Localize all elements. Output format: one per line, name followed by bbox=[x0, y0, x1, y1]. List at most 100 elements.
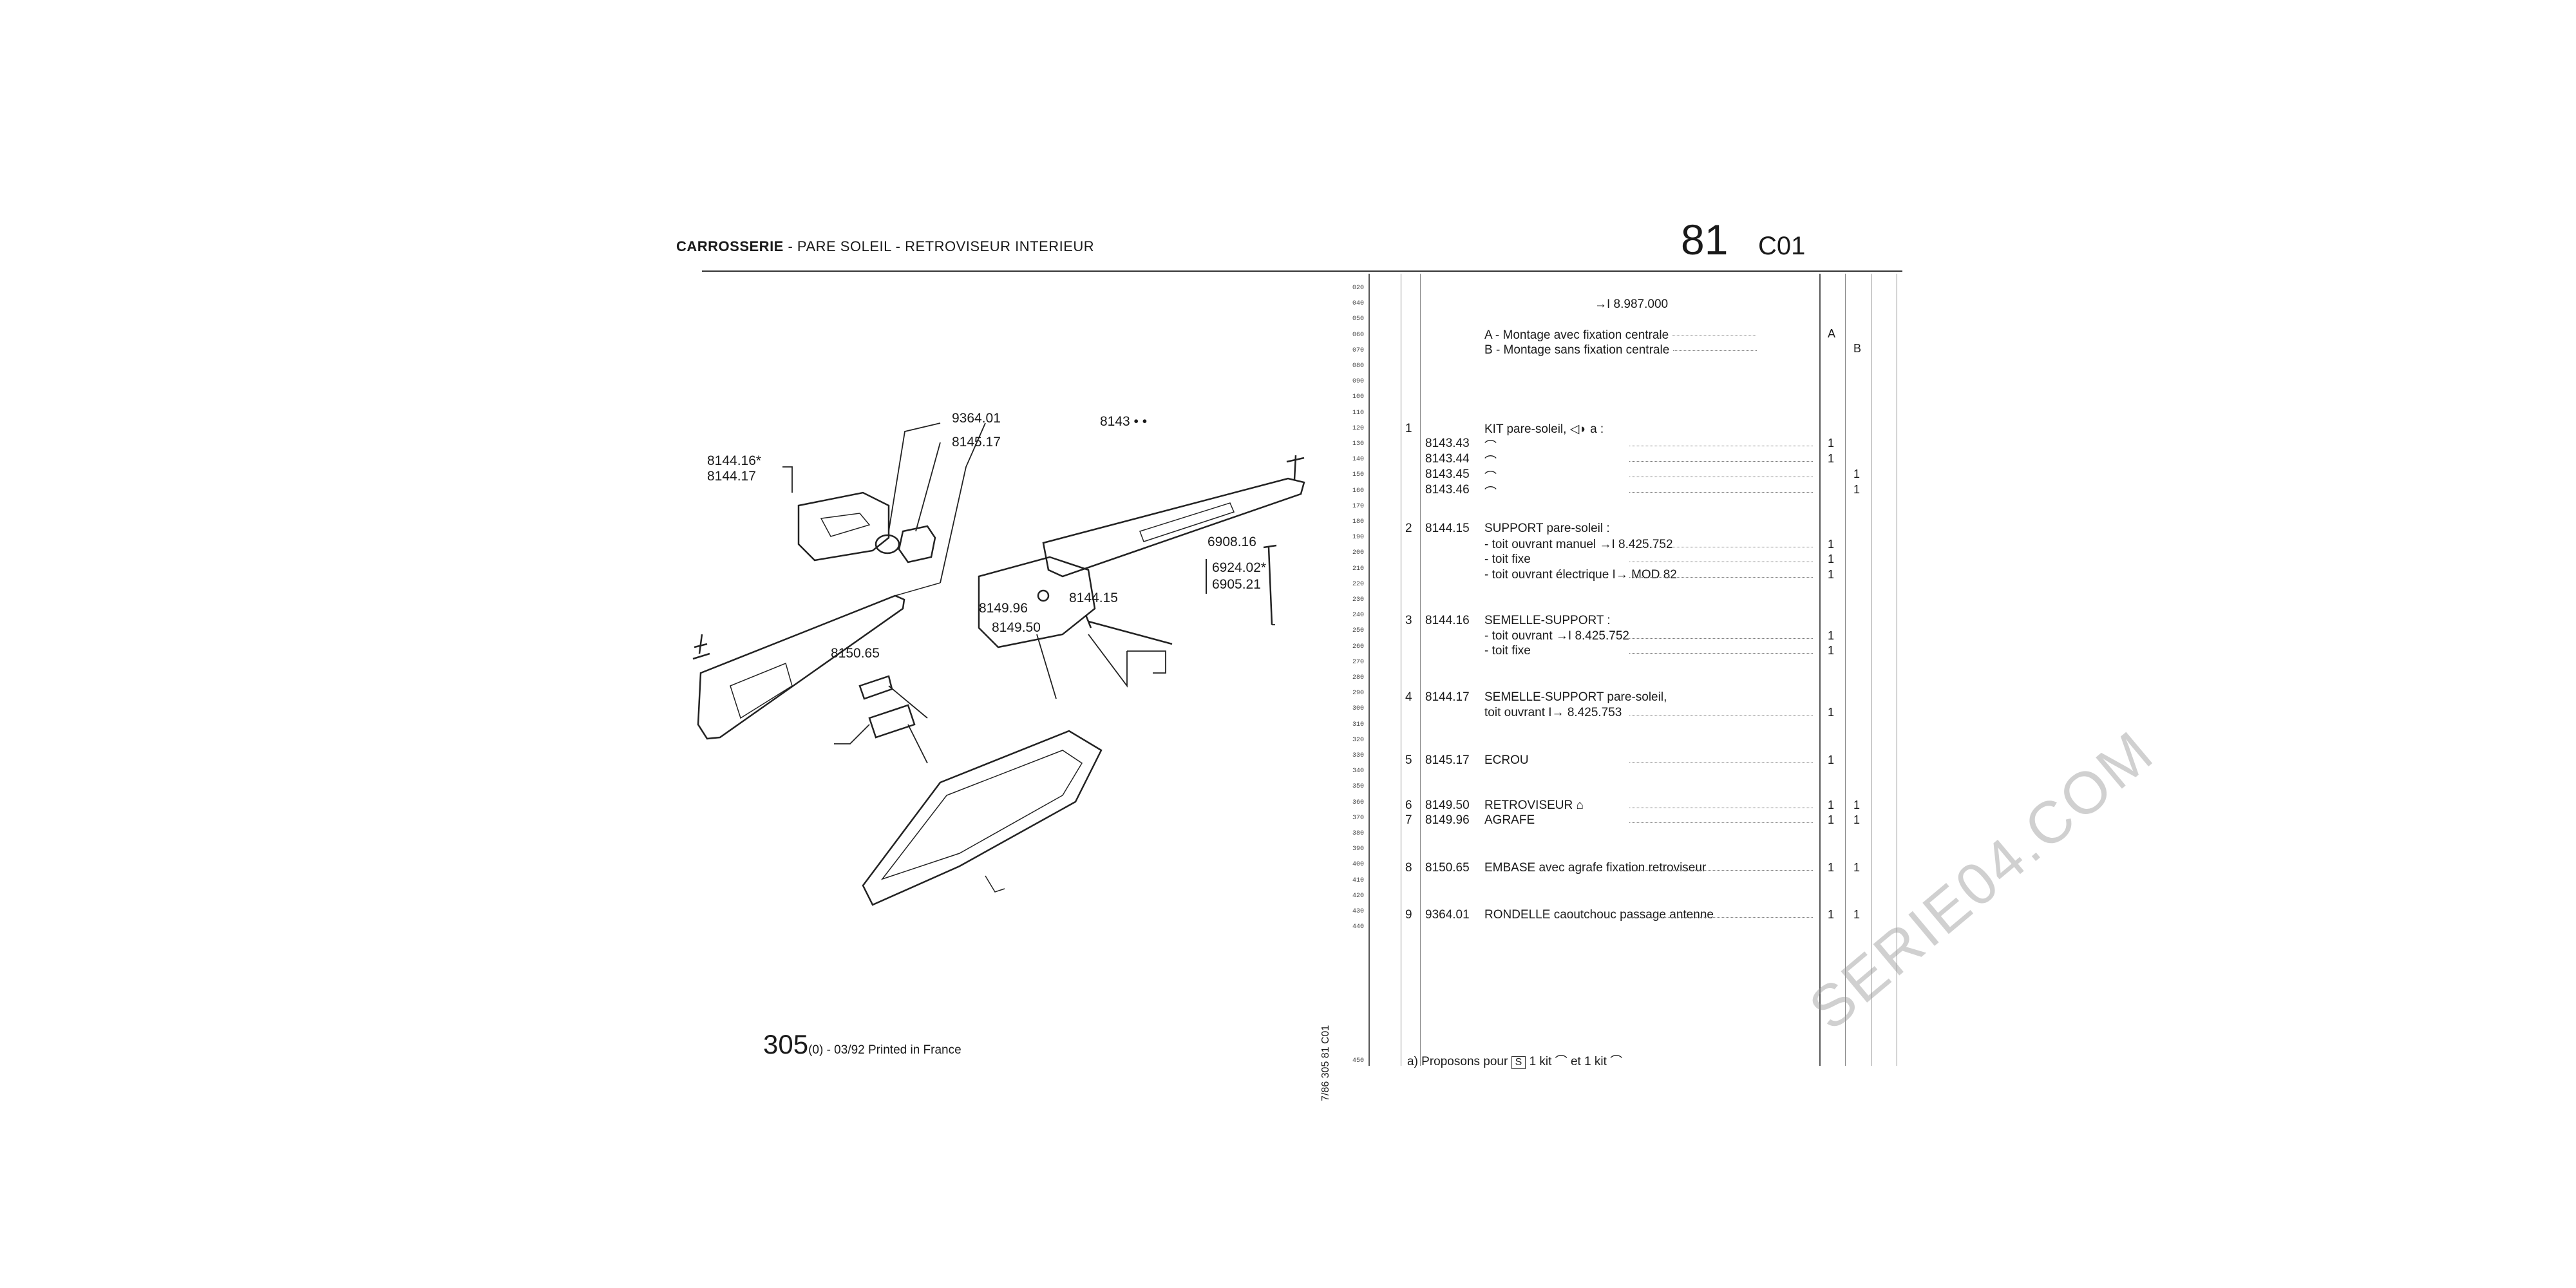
row-leader-dots bbox=[1629, 822, 1813, 823]
row-reference: 8145.17 bbox=[1425, 753, 1470, 767]
row-leader-dots bbox=[1629, 653, 1813, 654]
row-reference: 8144.17 bbox=[1425, 690, 1470, 704]
row-leader-dots bbox=[1629, 577, 1813, 578]
row-leader-dots bbox=[1629, 492, 1813, 493]
line-number: 360 bbox=[1352, 799, 1365, 806]
footer: 305(0) - 03/92 Printed in France bbox=[763, 1029, 961, 1060]
row-index: 1 bbox=[1405, 422, 1412, 435]
row-leader-dots bbox=[1629, 917, 1813, 918]
sun-visor-left-pivot bbox=[692, 634, 710, 660]
group-number: 81 bbox=[1681, 216, 1728, 263]
header-rule bbox=[702, 270, 1902, 272]
line-number: 380 bbox=[1352, 830, 1365, 837]
callout-8143: 8143 • • bbox=[1100, 414, 1148, 429]
row-description: SEMELLE-SUPPORT pare-soleil, bbox=[1484, 690, 1667, 704]
row-index: 9 bbox=[1405, 908, 1412, 922]
line-number: 320 bbox=[1352, 736, 1365, 744]
callout-6905-21: 6905.21 bbox=[1212, 577, 1261, 592]
washer-9364-01 bbox=[875, 534, 900, 554]
row-qty-a: 1 bbox=[1828, 644, 1835, 657]
footer-print-info: (0) - 03/92 Printed in France bbox=[808, 1043, 961, 1057]
line-number: 420 bbox=[1352, 892, 1365, 900]
row-description: RONDELLE caoutchouc passage antenne bbox=[1484, 908, 1714, 922]
line-number: 120 bbox=[1352, 424, 1365, 432]
footnote: a) Proposons pour S 1 kit ⌒ et 1 kit ⌒ bbox=[1407, 1055, 1623, 1069]
row-leader-dots bbox=[1629, 870, 1813, 871]
line-number: 130 bbox=[1352, 440, 1365, 448]
line-number: 110 bbox=[1352, 409, 1365, 417]
title-subsection: - PARE SOLEIL - RETROVISEUR INTERIEUR bbox=[783, 238, 1095, 254]
line-number: 440 bbox=[1352, 923, 1365, 931]
line-number: 250 bbox=[1352, 627, 1365, 635]
row-index: 2 bbox=[1405, 522, 1412, 535]
line-number: 190 bbox=[1352, 534, 1365, 542]
row-description: ⌒ bbox=[1484, 471, 1497, 484]
footnote-box: S bbox=[1511, 1056, 1526, 1069]
line-number: 200 bbox=[1352, 549, 1365, 557]
row-qty-b: 1 bbox=[1853, 468, 1861, 480]
line-number: 260 bbox=[1352, 643, 1365, 650]
line-number: 410 bbox=[1352, 876, 1365, 884]
column-a-header: A bbox=[1828, 327, 1836, 340]
row-qty-a: 1 bbox=[1828, 706, 1835, 719]
sun-visor-right bbox=[1042, 477, 1305, 578]
callout-bracket bbox=[1206, 559, 1207, 594]
row-description: - toit fixe bbox=[1484, 644, 1531, 658]
line-number: 060 bbox=[1352, 331, 1365, 339]
base-plate-8144-16 bbox=[797, 491, 890, 562]
sun-visor-left bbox=[697, 594, 905, 740]
row-qty-b: 1 bbox=[1853, 908, 1861, 921]
row-description: ECROU bbox=[1484, 753, 1529, 767]
line-number: 370 bbox=[1352, 814, 1365, 822]
row-description: - toit ouvrant électrique I→ MOD 82 bbox=[1484, 568, 1677, 582]
row-reference: 8150.65 bbox=[1425, 861, 1470, 875]
serial-limit: →I 8.987.000 bbox=[1595, 298, 1669, 311]
callout-8149-96: 8149.96 bbox=[979, 601, 1028, 616]
title-section: CARROSSERIE bbox=[676, 238, 784, 254]
page-title: CARROSSERIE - PARE SOLEIL - RETROVISEUR … bbox=[676, 238, 1094, 255]
row-description: ⌒ bbox=[1484, 455, 1497, 469]
line-number: 430 bbox=[1352, 908, 1365, 915]
sun-visor-right-pivot bbox=[1286, 455, 1305, 480]
column-rule-ref bbox=[1420, 274, 1421, 1066]
row-description: AGRAFE bbox=[1484, 813, 1535, 827]
row-qty-a: 1 bbox=[1828, 908, 1835, 921]
callout-8150-65: 8150.65 bbox=[831, 646, 880, 661]
line-number: 270 bbox=[1352, 658, 1365, 666]
row-index: 8 bbox=[1405, 861, 1412, 875]
catalogue-sheet: CARROSSERIE - PARE SOLEIL - RETROVISEUR … bbox=[676, 213, 2166, 1101]
callout-6908-16: 6908.16 bbox=[1208, 535, 1256, 549]
line-number: 340 bbox=[1352, 768, 1365, 775]
row-description: - toit ouvrant manuel →I 8.425.752 bbox=[1484, 538, 1673, 551]
support-8144-15 bbox=[978, 556, 1096, 649]
row-index: 5 bbox=[1405, 753, 1412, 767]
callout-6924-02: 6924.02* bbox=[1212, 560, 1267, 575]
row-qty-a: 1 bbox=[1828, 437, 1835, 450]
row-qty-a: 1 bbox=[1828, 553, 1835, 565]
row-qty-a: 1 bbox=[1828, 799, 1835, 811]
row-reference: 8143.46 bbox=[1425, 483, 1470, 497]
row-leader-dots bbox=[1629, 638, 1813, 639]
line-number: 240 bbox=[1352, 612, 1365, 620]
side-code: 7/86 305 81 C01 bbox=[1320, 1025, 1331, 1101]
column-rule-a bbox=[1845, 274, 1846, 1066]
line-number: 400 bbox=[1352, 861, 1365, 869]
callout-8149-50: 8149.50 bbox=[992, 620, 1041, 635]
sun-visor-right-mirror bbox=[1139, 502, 1235, 542]
line-number: 080 bbox=[1352, 363, 1365, 370]
row-leader-dots bbox=[1629, 461, 1813, 462]
row-qty-a: 1 bbox=[1828, 538, 1835, 551]
row-qty-b: 1 bbox=[1853, 813, 1861, 826]
row-description: SEMELLE-SUPPORT : bbox=[1484, 614, 1611, 627]
row-reference: 8143.43 bbox=[1425, 437, 1470, 450]
line-number: 300 bbox=[1352, 705, 1365, 713]
variant-a-label: A - Montage avec fixation centrale bbox=[1484, 328, 1756, 343]
row-description: EMBASE avec agrafe fixation retroviseur bbox=[1484, 861, 1707, 875]
row-description: ⌒ bbox=[1484, 486, 1497, 500]
sheet-code: C01 bbox=[1758, 232, 1806, 260]
line-number: 070 bbox=[1352, 346, 1365, 354]
rearview-mirror bbox=[862, 730, 1103, 906]
line-number: 220 bbox=[1352, 580, 1365, 588]
row-description: RETROVISEUR ⌂ bbox=[1484, 799, 1584, 812]
line-number: 020 bbox=[1352, 285, 1365, 292]
